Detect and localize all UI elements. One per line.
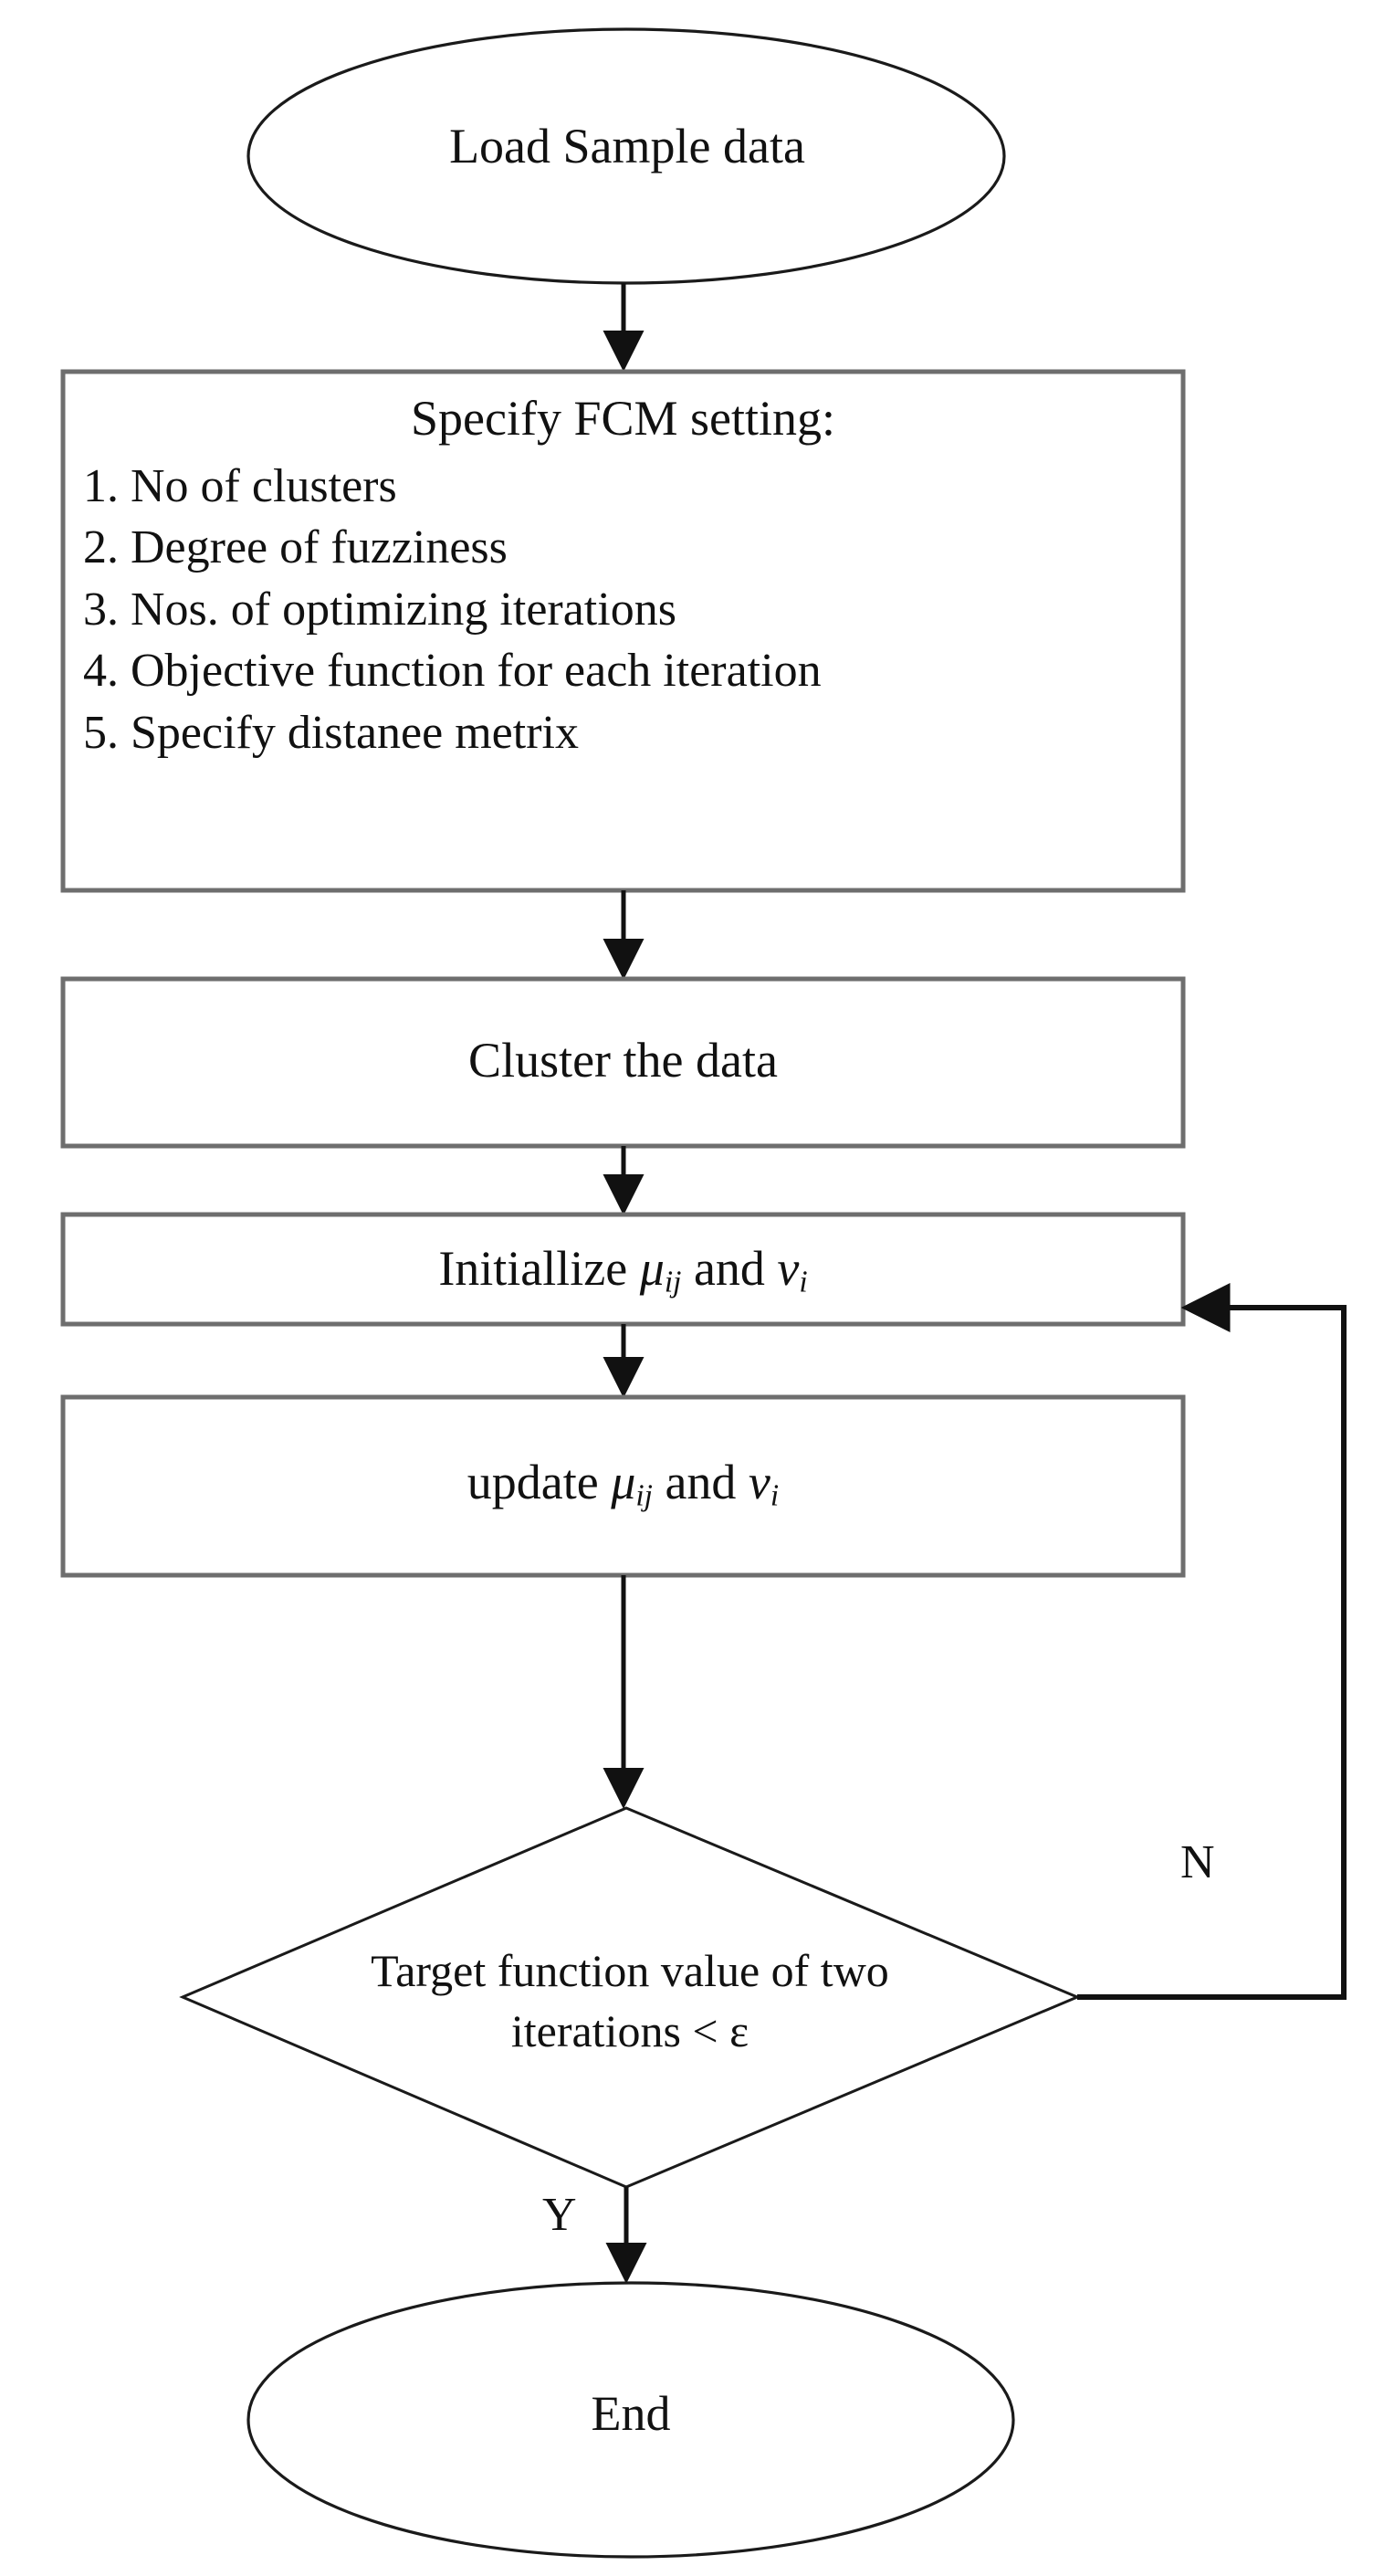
- update-box: [60, 1394, 1186, 1578]
- edge-no-feedback-loop: [1077, 1283, 1347, 2000]
- start-ellipse: [246, 27, 1006, 285]
- start-node-label: Load Sample data: [449, 119, 805, 173]
- update-label-middle: and: [652, 1455, 749, 1509]
- update-v-symbol: v: [748, 1455, 770, 1509]
- fcm-setting-item-1: 1. No of clusters: [83, 459, 397, 512]
- initialize-label-middle: and: [681, 1241, 778, 1296]
- cluster-node-label: Cluster the data: [468, 1033, 778, 1088]
- initialize-label-prefix: Initiallize: [438, 1241, 640, 1296]
- initialize-mu-subscript: ij: [664, 1265, 682, 1299]
- fcm-settings-box: [60, 369, 1186, 893]
- decision-node-label: Target function value of two iterations …: [196, 1940, 1064, 2061]
- initialize-node-label: Initiallize μij and vi: [63, 1244, 1183, 1298]
- update-mu-subscript: ij: [635, 1478, 653, 1513]
- edge-label-no: N: [1180, 1836, 1215, 1888]
- update-mu-symbol: μ: [611, 1455, 636, 1509]
- fcm-setting-item-4: 4. Objective function for each iteration: [83, 645, 822, 698]
- edge-label-yes: Y: [542, 2189, 577, 2241]
- decision-label-line-2: iterations < ε: [510, 2005, 749, 2056]
- fcm-setting-item-5: 5. Specify distanee metrix: [83, 707, 579, 760]
- fcm-settings-content: Specify FCM setting: 1. No of clusters 2…: [63, 393, 1183, 764]
- end-ellipse: [246, 2281, 1015, 2559]
- initialize-box: [60, 1212, 1186, 1327]
- update-v-subscript: i: [770, 1478, 780, 1513]
- initialize-v-symbol: v: [777, 1241, 800, 1296]
- update-node-label: update μij and vi: [63, 1457, 1183, 1511]
- fcm-setting-item-2: 2. Degree of fuzziness: [83, 521, 508, 574]
- fcm-setting-item-3: 3. Nos. of optimizing iterations: [83, 583, 676, 636]
- initialize-v-subscript: i: [799, 1265, 808, 1299]
- decision-label-line-1: Target function value of two: [371, 1945, 889, 1996]
- end-node-label: End: [591, 2386, 671, 2441]
- fcm-settings-title: Specify FCM setting:: [410, 391, 835, 446]
- initialize-mu-symbol: μ: [639, 1241, 665, 1296]
- update-label-prefix: update: [466, 1455, 612, 1509]
